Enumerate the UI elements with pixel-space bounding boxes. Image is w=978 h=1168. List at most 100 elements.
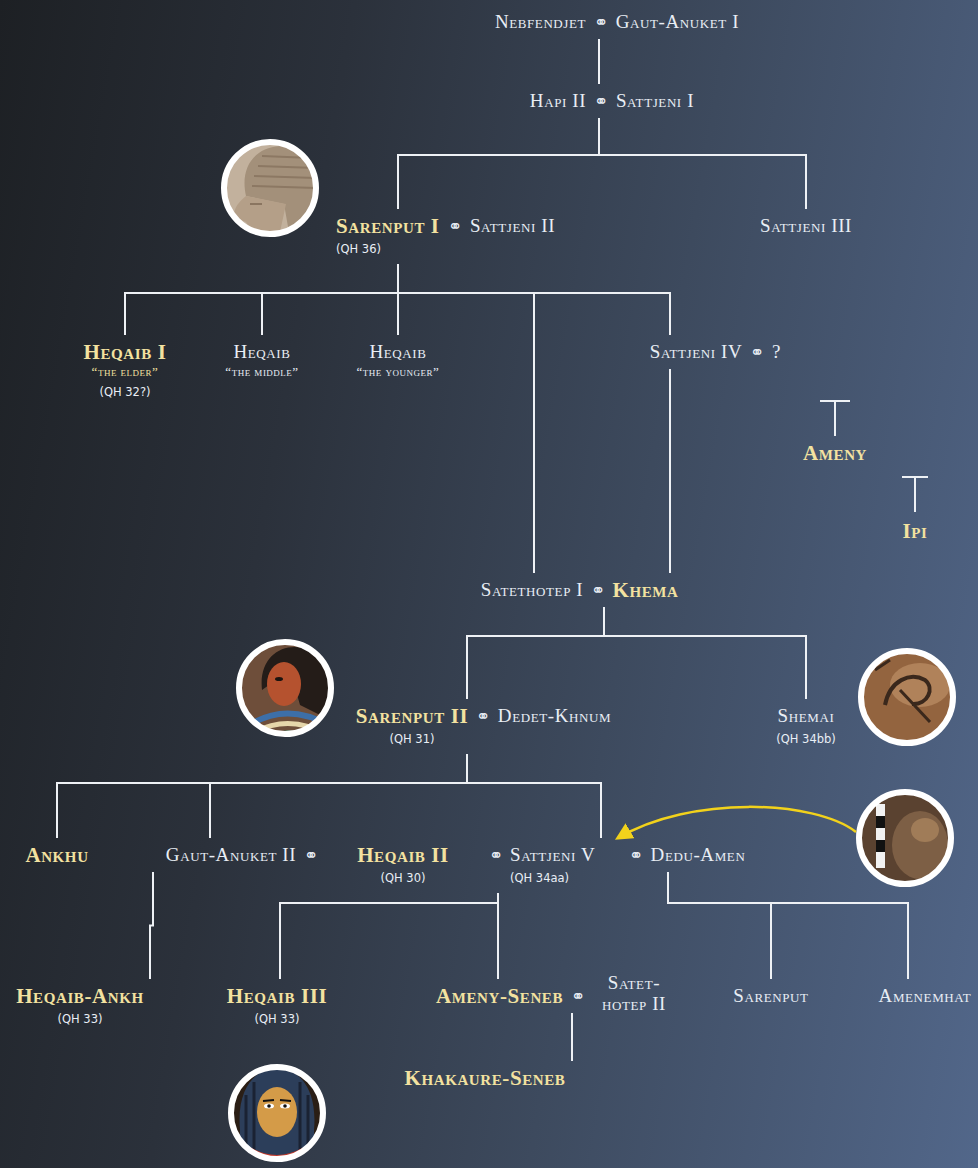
person-node: Heqaib“the middle”	[211, 335, 314, 386]
tomb-number: (QH 33)	[226, 1011, 328, 1028]
person-name: Sattjeni III	[759, 215, 853, 237]
descent-line	[398, 264, 534, 573]
descent-line	[210, 754, 467, 838]
tomb-number: (QH 34bb)	[776, 731, 837, 748]
person-name: Ameny-Seneb	[435, 985, 564, 1007]
tomb-number: (QH 36)	[336, 241, 441, 258]
person-name: Gaut-Anuket I	[615, 11, 740, 33]
person-node: Hapi II	[515, 84, 601, 118]
epithet: “the elder”	[83, 363, 167, 380]
person-name: Sattjeni V	[510, 844, 597, 866]
portrait-medallion	[220, 138, 320, 238]
person-name: Khema	[612, 579, 679, 601]
person-node: Sattjeni IV	[635, 335, 757, 369]
marriage-symbol: ⚭	[448, 216, 462, 236]
epithet: “the younger”	[356, 363, 440, 380]
tomb-number: (QH 30)	[357, 870, 450, 887]
person-node: Heqaib“the younger”	[342, 335, 454, 386]
person-name: Heqaib II	[357, 844, 450, 866]
person-name: Ipi	[902, 520, 928, 542]
portrait-medallion	[855, 788, 955, 888]
person-name: Heqaib I	[83, 341, 167, 363]
descent-line	[467, 607, 604, 699]
epithet: “the middle”	[225, 363, 300, 380]
descent-line	[57, 754, 467, 838]
person-node: Heqaib-Ankh (QH 33)	[2, 979, 159, 1034]
descent-line	[280, 893, 498, 979]
descent-line	[668, 872, 771, 979]
marriage-symbol: ⚭	[591, 580, 605, 600]
person-name: Khakaure-Seneb	[404, 1067, 566, 1089]
marriage-symbol: ⚭	[594, 91, 608, 111]
descent-line	[398, 264, 670, 335]
tomb-number: (QH 34aa)	[510, 870, 597, 887]
marriage-symbol: ⚭	[750, 342, 764, 362]
tomb-number: (QH 31)	[355, 731, 469, 748]
person-node: Satet- hotep II	[578, 966, 691, 1020]
person-name: Sarenput	[733, 985, 810, 1007]
descent-line	[599, 118, 806, 209]
person-name: Heqaib	[225, 341, 300, 363]
person-name: Ameny	[803, 442, 868, 464]
person-node: Ameny-Seneb	[421, 979, 578, 1013]
tomb-number: (QH 32?)	[83, 384, 167, 401]
descent-line	[150, 872, 153, 979]
person-node: Khema	[598, 573, 693, 607]
person-node: Dedet-Khnum	[483, 699, 626, 733]
person-name: Dedu-Amen	[650, 844, 746, 866]
descent-line	[262, 264, 398, 335]
descent-line	[668, 872, 908, 979]
person-node: Shemai (QH 34bb)	[762, 699, 851, 754]
marriage-symbol: ⚭	[476, 706, 490, 726]
person-node: Heqaib I“the elder” (QH 32?)	[69, 335, 181, 407]
descent-line	[398, 118, 599, 209]
marriage-symbol: ⚭	[304, 845, 318, 865]
descent-line	[598, 39, 600, 84]
person-node: Nebfendjet	[480, 5, 601, 39]
person-name: Sattjeni IV	[649, 341, 743, 363]
person-name: Sattjeni II	[469, 215, 556, 237]
person-node: Ankhu	[11, 838, 104, 872]
descent-line	[604, 607, 806, 699]
person-node: Heqaib III (QH 33)	[212, 979, 342, 1034]
no-ancestry-mark	[820, 401, 850, 436]
portrait-medallion	[227, 1063, 327, 1165]
person-name: Sarenput II	[355, 705, 469, 727]
person-node: Amenemhat	[864, 979, 978, 1013]
person-name: Gaut-Anuket II	[165, 844, 297, 866]
portrait-medallion	[235, 638, 335, 747]
descent-line	[571, 1013, 573, 1061]
marriage-symbol: ⚭	[594, 12, 608, 32]
descent-line	[467, 754, 601, 838]
person-name: Nebfendjet	[494, 11, 587, 33]
no-ancestry-mark	[902, 477, 928, 512]
person-name: Sattjeni I	[615, 90, 695, 112]
descent-line	[497, 893, 499, 979]
marriage-symbol: ⚭	[489, 845, 503, 865]
person-node: Satethotep I	[466, 573, 598, 607]
tomb-number: (QH 33)	[16, 1011, 145, 1028]
person-node: Sattjeni I	[601, 84, 709, 118]
person-node: Sattjeni III	[745, 209, 867, 243]
descent-line	[669, 369, 671, 573]
person-name: Dedet-Khnum	[497, 705, 612, 727]
person-node: Khakaure-Seneb	[390, 1061, 580, 1095]
descent-line	[125, 264, 398, 335]
marriage-symbol: ⚭	[629, 845, 643, 865]
portrait-medallion	[857, 647, 957, 747]
person-name: ?	[771, 341, 782, 363]
person-name: Heqaib III	[226, 985, 328, 1007]
person-name: Heqaib-Ankh	[16, 985, 145, 1007]
person-node: Ipi	[888, 514, 942, 548]
person-node: Gaut-Anuket I	[601, 5, 754, 39]
person-node: Dedu-Amen	[636, 838, 760, 872]
person-node: Sattjeni V (QH 34aa)	[496, 838, 611, 893]
person-name: Amenemhat	[878, 985, 972, 1007]
person-name: Satethotep I	[480, 579, 584, 601]
person-name: Satet- hotep II	[592, 972, 676, 1014]
person-node: Sarenput II (QH 31)	[341, 699, 483, 754]
person-name: Shemai	[776, 705, 837, 727]
person-node: Ameny	[789, 436, 882, 470]
pointer-arrow	[618, 807, 856, 838]
